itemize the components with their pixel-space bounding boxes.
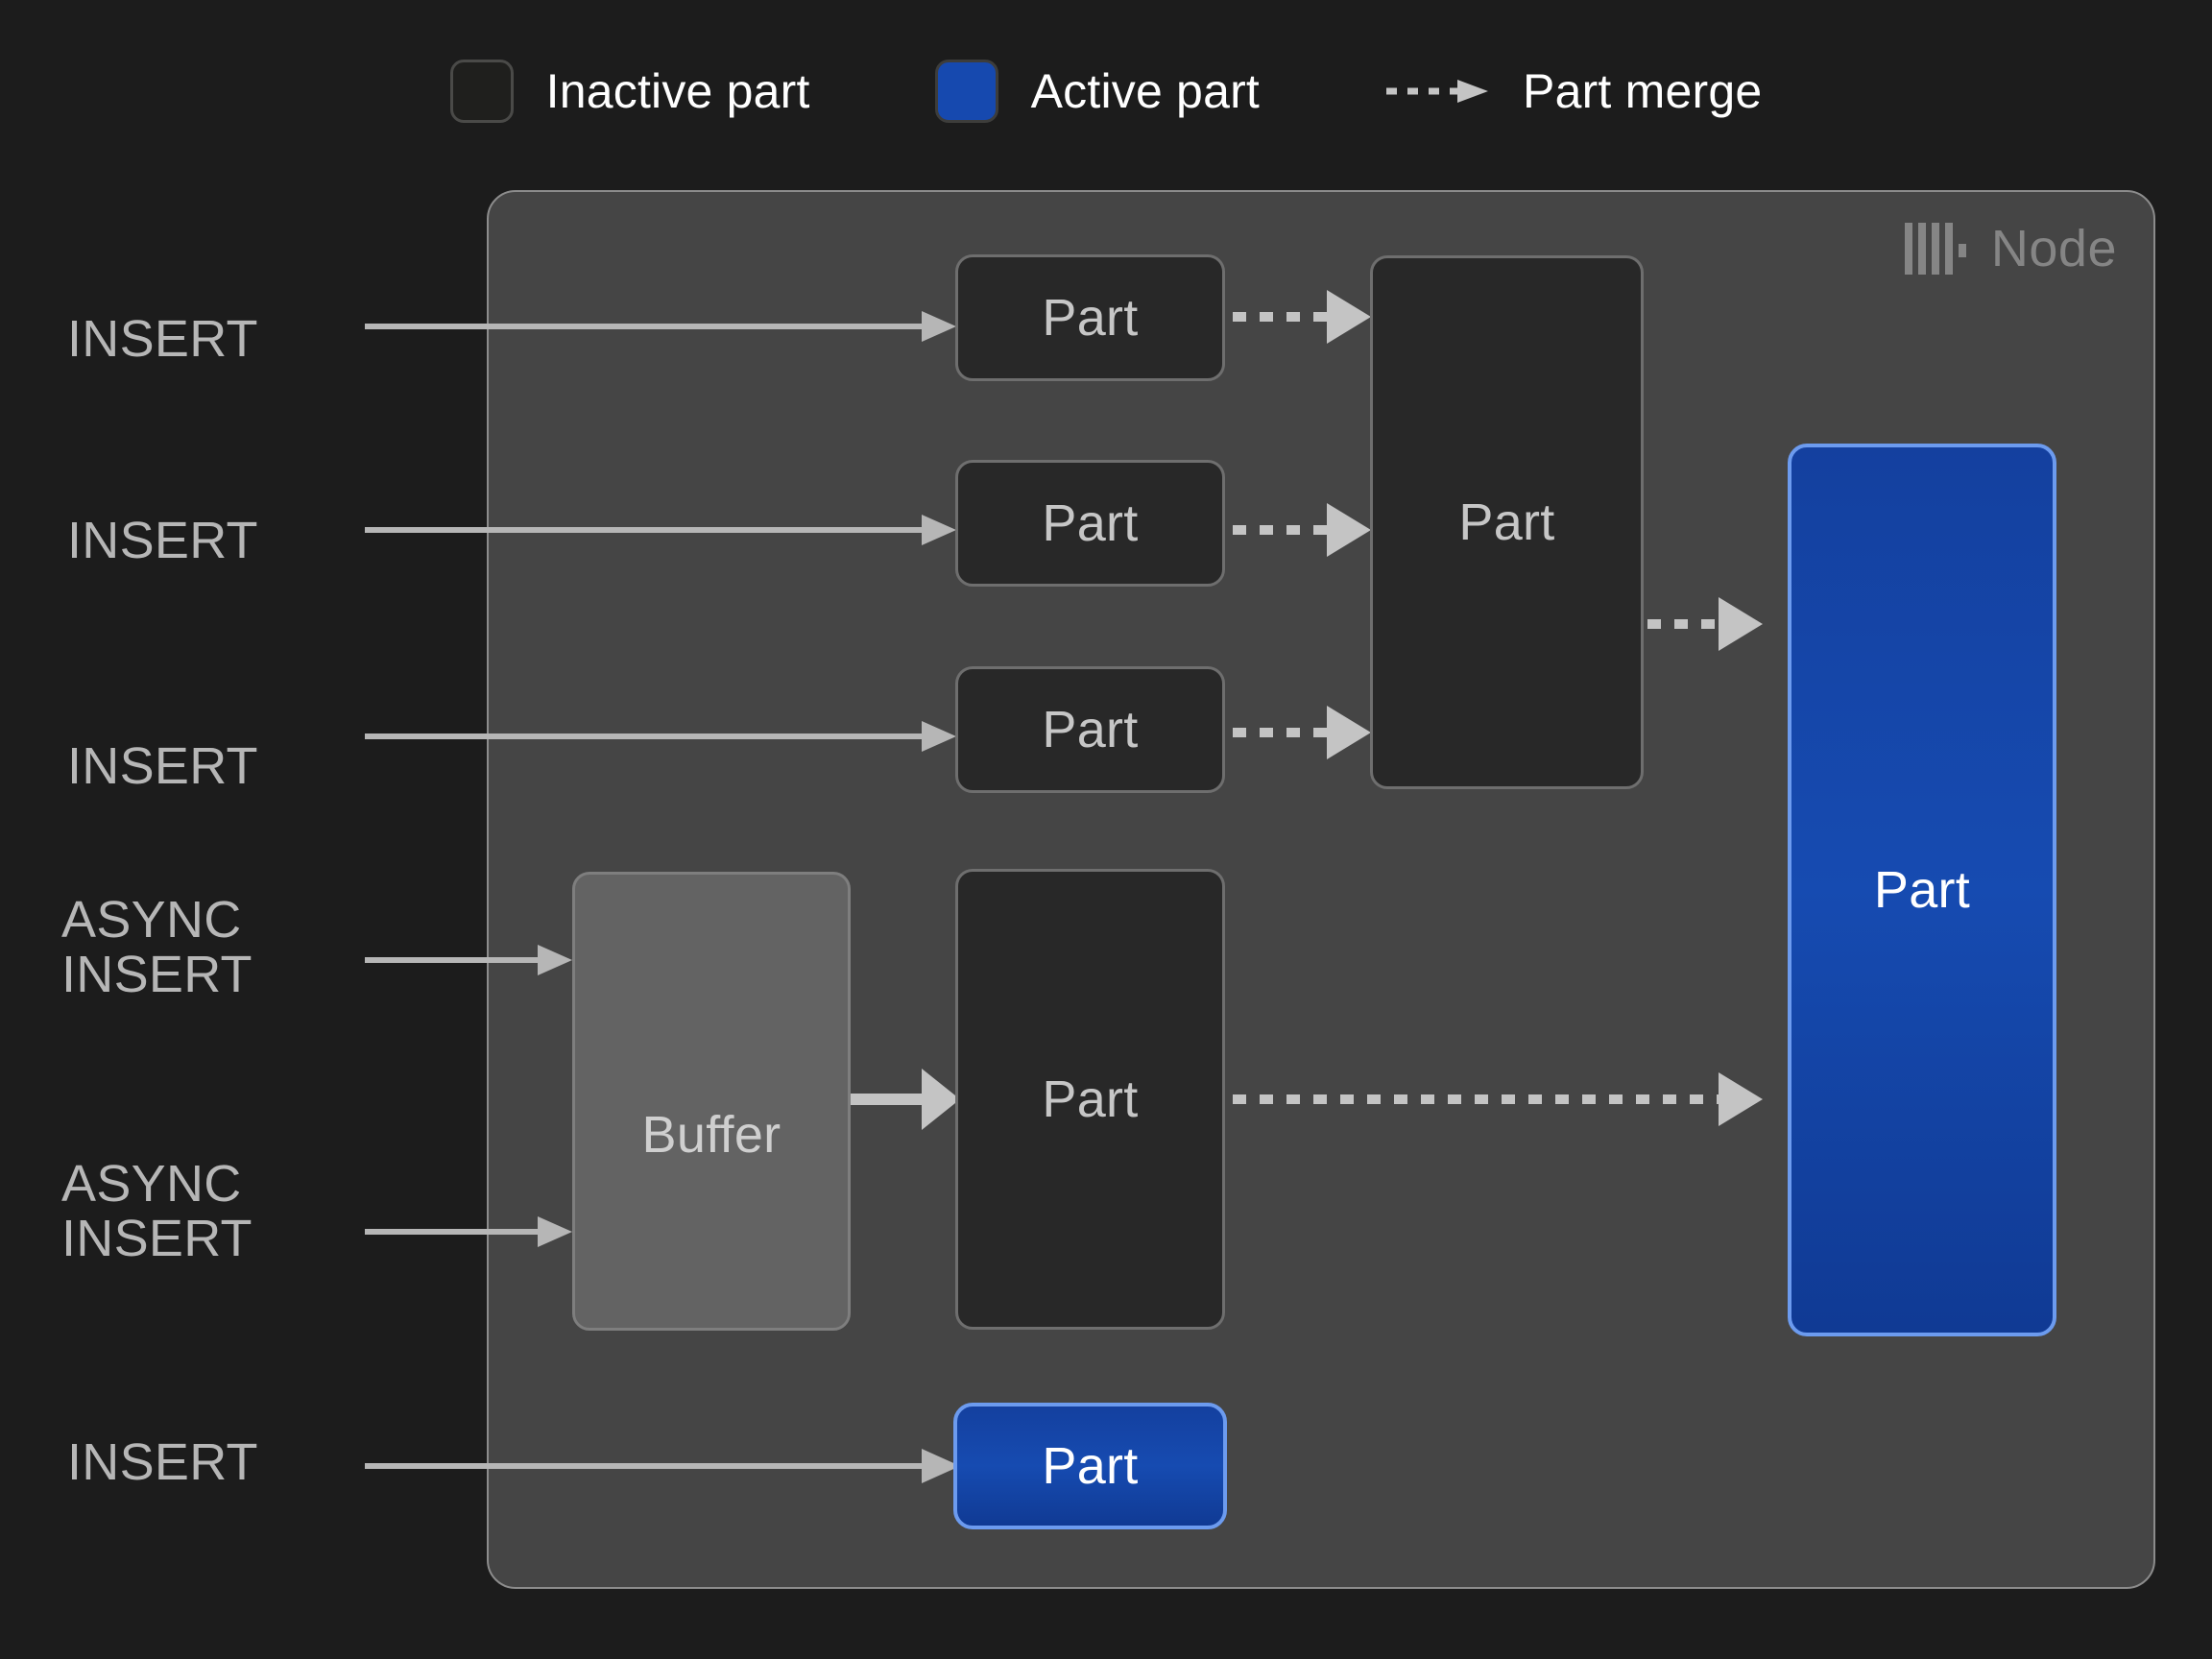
part-box-final-active-label: Part xyxy=(1873,861,1971,919)
legend-item-part-merge: Part merge xyxy=(1384,63,1762,119)
legend-label-active-part: Active part xyxy=(1030,64,1261,118)
legend-item-inactive-part: Inactive part xyxy=(449,60,810,123)
part-box-from-buffer-label: Part xyxy=(1042,1070,1139,1128)
part-box-row1[interactable]: Part xyxy=(955,254,1225,381)
node-badge: Node xyxy=(1904,219,2117,278)
part-box-merged-label: Part xyxy=(1458,493,1555,551)
part-box-row2[interactable]: Part xyxy=(955,460,1225,587)
part-box-from-buffer[interactable]: Part xyxy=(955,869,1225,1330)
part-box-row2-label: Part xyxy=(1042,494,1139,552)
source-label-insert-1: INSERT xyxy=(67,310,258,368)
clickhouse-logo-icon xyxy=(1904,223,1966,275)
legend-label-part-merge: Part merge xyxy=(1523,64,1763,118)
part-box-final-active[interactable]: Part xyxy=(1788,444,2056,1336)
legend-item-active-part: Active part xyxy=(934,60,1261,123)
legend: Inactive part Active part Part merge xyxy=(0,38,2212,144)
part-box-row3[interactable]: Part xyxy=(955,666,1225,793)
inactive-part-swatch-icon xyxy=(449,60,514,123)
part-box-merged[interactable]: Part xyxy=(1370,255,1644,789)
part-box-row3-label: Part xyxy=(1042,701,1139,758)
source-label-async-insert-2: ASYNC INSERT xyxy=(61,1155,252,1268)
part-box-row1-label: Part xyxy=(1042,289,1139,347)
source-label-insert-4: INSERT xyxy=(67,1433,258,1491)
source-label-insert-3: INSERT xyxy=(67,737,258,795)
node-label: Node xyxy=(1990,220,2117,277)
active-part-swatch-icon xyxy=(934,60,998,123)
source-label-insert-2: INSERT xyxy=(67,512,258,569)
part-box-insert-active-label: Part xyxy=(1042,1437,1139,1495)
source-label-async-insert-1: ASYNC INSERT xyxy=(61,891,252,1004)
part-merge-arrow-icon xyxy=(1384,80,1490,103)
part-box-insert-active[interactable]: Part xyxy=(953,1403,1227,1529)
legend-label-inactive-part: Inactive part xyxy=(545,64,810,118)
buffer-box[interactable]: Buffer xyxy=(572,872,851,1331)
buffer-box-label: Buffer xyxy=(641,1106,781,1164)
